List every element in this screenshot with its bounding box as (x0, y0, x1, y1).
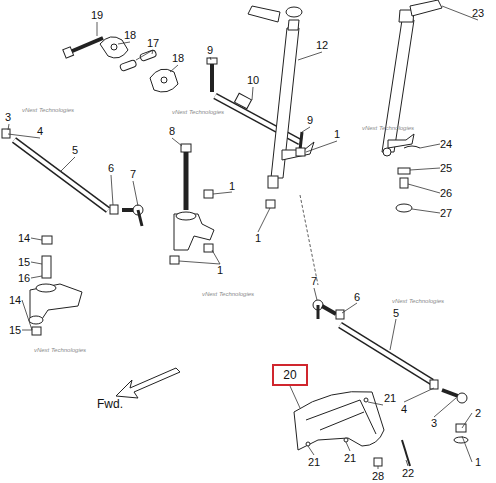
watermark: vNext Technologies (172, 109, 224, 116)
callout-number: 27 (440, 207, 452, 219)
callout-number: 2 (475, 407, 481, 419)
callout-number: 14 (18, 232, 30, 244)
callout-number: 3 (5, 111, 11, 123)
direction-label: Fwd. (97, 398, 123, 410)
callout-number: 24 (440, 138, 452, 150)
callout-number: 1 (475, 456, 481, 468)
callout-number: 1 (229, 180, 235, 192)
callout-number: 10 (247, 74, 259, 86)
watermark: vNext Technologies (392, 298, 444, 305)
callout-number: 5 (72, 144, 78, 156)
callout-number: 18 (124, 29, 136, 41)
callout-number: 21 (344, 452, 356, 464)
watermark: vNext Technologies (22, 107, 74, 114)
callout-number: 9 (307, 114, 313, 126)
callout-number: 16 (18, 272, 30, 284)
callout-number: 9 (207, 44, 213, 56)
callout-number: 4 (37, 125, 43, 137)
callout-number: 6 (354, 291, 360, 303)
callout-number: 7 (311, 275, 317, 287)
callout-number: 1 (255, 232, 261, 244)
callout-number: 17 (147, 37, 159, 49)
callout-number: 8 (169, 125, 175, 137)
callout-number: 25 (440, 162, 452, 174)
callout-number: 18 (172, 52, 184, 64)
callout-number: 6 (108, 162, 114, 174)
callout-number: 14 (9, 294, 21, 306)
callout-number: 23 (472, 7, 484, 19)
callout-number: 4 (401, 403, 407, 415)
callout-number: 28 (372, 470, 384, 482)
callout-number: 22 (402, 467, 414, 479)
callout-number: 15 (9, 324, 21, 336)
callout-number: 26 (440, 187, 452, 199)
callout-number: 1 (217, 264, 223, 276)
callout-number: 3 (431, 417, 437, 429)
highlight-box: 20 (272, 364, 308, 386)
callout-number: 21 (308, 456, 320, 468)
watermark: vNext Technologies (34, 347, 86, 354)
callout-number: 21 (384, 392, 396, 404)
callout-number: 5 (393, 307, 399, 319)
callout-number: 12 (316, 39, 328, 51)
callout-number: 1 (334, 128, 340, 140)
callout-number: 7 (130, 168, 136, 180)
callout-number: 19 (91, 9, 103, 21)
callout-number: 15 (18, 256, 30, 268)
watermark: vNext Technologies (202, 291, 254, 298)
watermark: vNext Technologies (362, 125, 414, 132)
callout-number: 20 (283, 368, 296, 382)
